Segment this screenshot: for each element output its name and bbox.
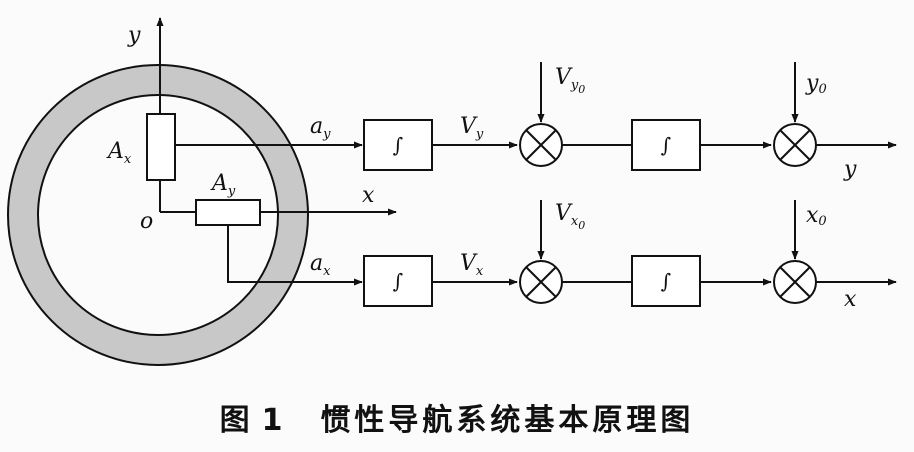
x0-label: x0 (806, 203, 827, 229)
accelerometer-ax-label: Ax (106, 139, 132, 167)
vx-label: Vx (460, 251, 484, 279)
integrator-y2 (631, 119, 701, 171)
caption-figure-label: 图 (219, 403, 254, 438)
x-axis-label: x (362, 183, 375, 208)
ax-signal-line (227, 225, 363, 286)
x-output-label: x (844, 287, 857, 312)
ay-label: ay (310, 114, 331, 142)
summing-junction-x0 (773, 260, 817, 304)
integrator-y1-symbol: ∫ (393, 133, 403, 157)
platform-ring (8, 65, 308, 365)
caption-figure-number: 1 (261, 403, 287, 438)
integrator-x1 (363, 255, 433, 307)
y0-label: y0 (805, 71, 827, 97)
accelerometer-ay-label: Ay (210, 171, 236, 199)
summing-junction-vx (519, 260, 563, 304)
vx0-label: Vx0 (555, 201, 585, 232)
integrator-y1 (363, 119, 433, 171)
integrator-y2-symbol: ∫ (661, 133, 671, 157)
y-axis-label: y (127, 23, 141, 48)
ax-label: ax (310, 251, 331, 279)
vy0-label: Vy0 (555, 65, 585, 96)
accelerometer-ay (195, 199, 261, 226)
integrator-x2-symbol: ∫ (661, 269, 671, 293)
vy-label: Vy (460, 114, 484, 142)
integrator-x1-symbol: ∫ (393, 269, 403, 293)
accelerometer-ax (146, 113, 176, 181)
y-output-label: y (843, 157, 857, 182)
ring-inner-edge (37, 94, 279, 336)
origin-label: o (140, 209, 153, 234)
summing-junction-y0 (773, 123, 817, 167)
integrator-x2 (631, 255, 701, 307)
ring-outer-edge (7, 64, 309, 366)
caption-title: 惯性导航系统基本原理图 (320, 403, 695, 438)
summing-junction-vy (519, 123, 563, 167)
